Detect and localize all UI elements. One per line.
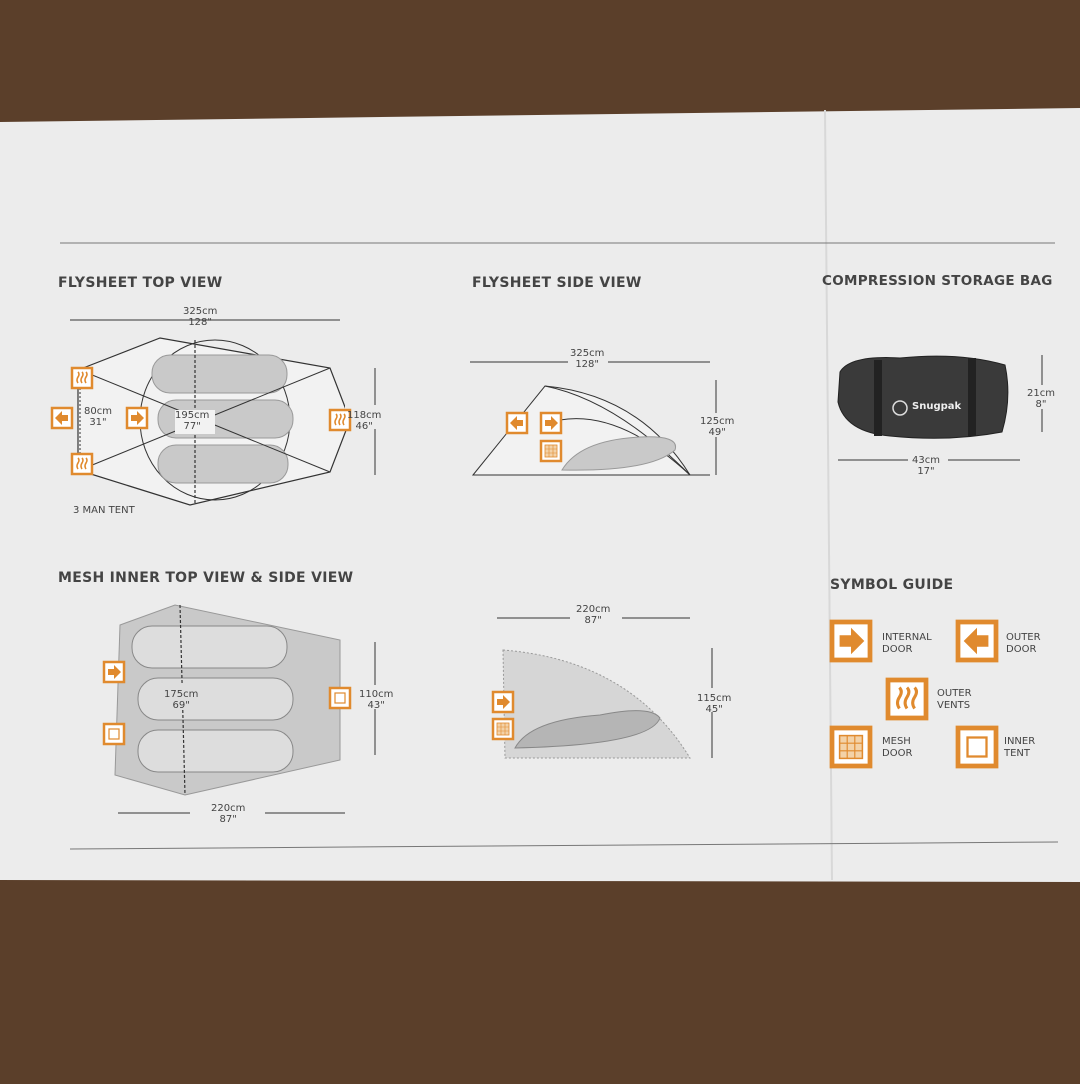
bottom-rule bbox=[69, 841, 1059, 850]
bag-title: COMPRESSION STORAGE BAG bbox=[822, 273, 1053, 289]
flysheet-side-diagram bbox=[470, 345, 743, 476]
tent-caption: 3 MAN TENT bbox=[73, 505, 135, 516]
mesh-door-icon bbox=[832, 728, 870, 766]
compression-bag-drawing bbox=[837, 355, 1059, 476]
outer-vents-icon bbox=[888, 680, 926, 718]
outer-door-icon bbox=[958, 622, 996, 660]
inner-tent-icon bbox=[958, 728, 996, 766]
internal-door-icon bbox=[832, 622, 870, 660]
symbol-guide-title: SYMBOL GUIDE bbox=[830, 577, 954, 593]
brand-label: Snugpak bbox=[912, 401, 962, 412]
flysheet-top-diagram bbox=[50, 319, 400, 506]
flysheet-side-title: FLYSHEET SIDE VIEW bbox=[472, 275, 642, 291]
mesh-top-diagram bbox=[102, 604, 399, 829]
flysheet-top-title: FLYSHEET TOP VIEW bbox=[58, 275, 223, 291]
mesh-side-diagram bbox=[491, 602, 737, 759]
mesh-title: MESH INNER TOP VIEW & SIDE VIEW bbox=[58, 570, 354, 586]
